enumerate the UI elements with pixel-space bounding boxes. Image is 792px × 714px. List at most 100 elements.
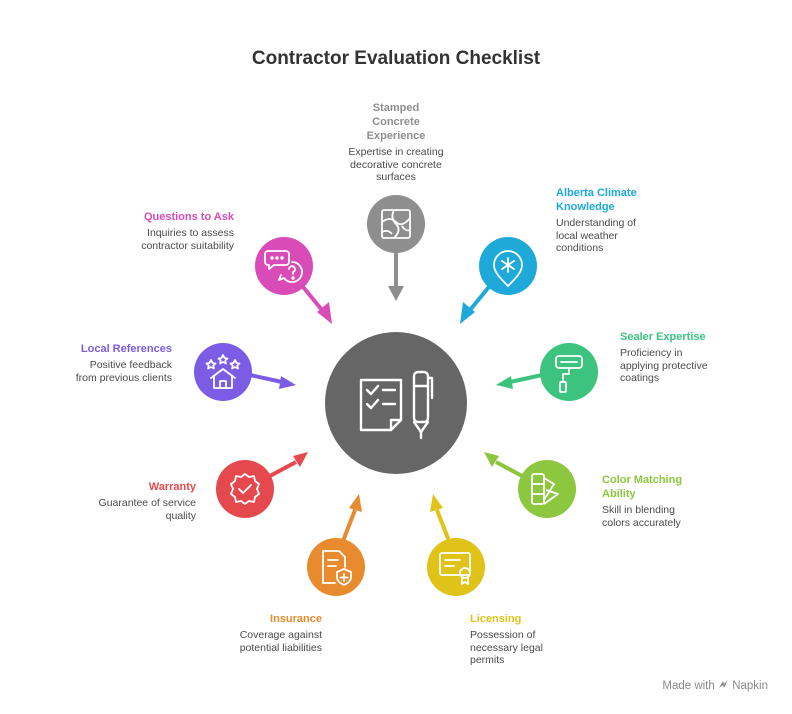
desc-line: Coverage against [239, 629, 322, 641]
desc-line: Inquiries to assess [147, 227, 234, 239]
node-stamped [367, 195, 425, 301]
connector-sealer [509, 373, 543, 384]
page-title: Contractor Evaluation Checklist [251, 48, 541, 69]
stone-pattern-icon [381, 209, 411, 239]
title-line: Ability [602, 488, 636, 500]
label-warranty: Warranty Guarantee of service quality [66, 480, 196, 522]
desc-line: Skill in blending [602, 504, 675, 516]
arrow-color [484, 452, 499, 467]
title-line: Experience [366, 130, 426, 142]
desc-line: coatings [620, 372, 660, 384]
node-alberta [460, 237, 537, 324]
title-stamped: Stamped Concrete Experience [326, 101, 466, 143]
node-licensing [427, 494, 485, 596]
connector-color [495, 460, 525, 479]
title-line: Licensing [470, 613, 522, 625]
desc-line: permits [470, 654, 505, 666]
title-line: Warranty [148, 481, 196, 493]
connector-warranty [267, 460, 297, 479]
node-insurance [307, 494, 365, 596]
footer-credit: Made with Napkin [662, 679, 768, 692]
desc-line: surfaces [376, 171, 416, 183]
label-insurance: Insurance Coverage against potential lia… [190, 612, 322, 654]
chat-question-icon [264, 250, 303, 283]
desc-alberta: Understanding of local weather condition… [556, 217, 686, 255]
title-line: Questions to Ask [143, 211, 234, 223]
desc-color: Skill in blending colors accurately [602, 504, 742, 529]
desc-references: Positive feedback from previous clients [40, 359, 172, 384]
label-stamped: Stamped Concrete Experience Expertise in… [326, 101, 466, 184]
title-line: Color Matching [602, 474, 683, 486]
circle-questions [255, 237, 313, 295]
desc-sealer: Proficiency in applying protective coati… [620, 347, 760, 385]
desc-line: colors accurately [602, 516, 681, 529]
connector-licensing [435, 509, 451, 542]
circle-warranty [216, 460, 274, 518]
title-line: Insurance [270, 613, 322, 625]
napkin-logo-icon [718, 680, 728, 688]
desc-line: potential liabilities [239, 641, 322, 654]
checklist-pen-icon [359, 370, 434, 440]
title-color: Color Matching Ability [602, 473, 742, 501]
center-node [325, 332, 467, 474]
title-line: Alberta Climate [556, 187, 637, 199]
desc-stamped: Expertise in creating decorative concret… [326, 146, 466, 184]
node-references [194, 343, 296, 401]
desc-licensing: Possession of necessary legal permits [470, 629, 600, 667]
title-line: Stamped [372, 102, 420, 114]
certificate-icon [439, 552, 471, 585]
arrow-references [279, 376, 296, 389]
color-swatch-icon [531, 473, 559, 505]
title-line: Sealer Expertise [620, 331, 706, 343]
desc-line: Expertise in creating [348, 146, 444, 158]
footer-text: Made with [662, 680, 715, 692]
label-sealer: Sealer Expertise Proficiency in applying… [620, 330, 760, 385]
arrow-questions [317, 302, 332, 324]
desc-insurance: Coverage against potential liabilities [190, 629, 322, 654]
circle-color [518, 460, 576, 518]
desc-line: Guarantee of service [98, 497, 196, 509]
label-color: Color Matching Ability Skill in blending… [602, 473, 742, 529]
desc-line: Understanding of [556, 217, 636, 229]
desc-line: applying protective [620, 359, 708, 372]
connector-references [249, 373, 283, 384]
desc-line: quality [165, 509, 196, 522]
arrow-licensing [430, 494, 443, 512]
node-warranty [216, 452, 308, 518]
desc-line: conditions [556, 242, 604, 254]
desc-line: local weather [556, 229, 618, 242]
circle-insurance [307, 538, 365, 596]
document-shield-icon [322, 550, 352, 586]
desc-line: Positive feedback [89, 359, 172, 371]
desc-line: necessary legal [470, 641, 543, 654]
node-questions [255, 237, 332, 324]
title-line: Knowledge [556, 201, 615, 213]
label-references: Local References Positive feedback from … [40, 342, 172, 384]
desc-line: contractor suitability [141, 239, 234, 252]
arrow-stamped [388, 286, 404, 301]
arrow-alberta [460, 302, 475, 324]
arrow-insurance [349, 494, 362, 512]
desc-line: decorative concrete [350, 158, 442, 171]
label-alberta: Alberta Climate Knowledge Understanding … [556, 186, 686, 255]
desc-questions: Inquiries to assess contractor suitabili… [100, 227, 234, 252]
snowflake-pin-icon [493, 250, 523, 288]
title-insurance: Insurance [190, 612, 322, 626]
title-references: Local References [40, 342, 172, 356]
title-licensing: Licensing [470, 612, 600, 626]
badge-check-icon [230, 473, 260, 505]
label-licensing: Licensing Possession of necessary legal … [470, 612, 600, 667]
title-line: Local References [80, 343, 172, 355]
connector-insurance [341, 509, 357, 542]
desc-line: from previous clients [75, 371, 172, 384]
title-questions: Questions to Ask [100, 210, 234, 224]
arrow-sealer [496, 376, 513, 389]
desc-warranty: Guarantee of service quality [66, 497, 196, 522]
node-sealer [496, 343, 598, 401]
title-warranty: Warranty [66, 480, 196, 494]
arrow-warranty [293, 452, 308, 467]
desc-line: Possession of [470, 629, 536, 641]
circle-licensing [427, 538, 485, 596]
footer-brand: Napkin [732, 680, 768, 692]
